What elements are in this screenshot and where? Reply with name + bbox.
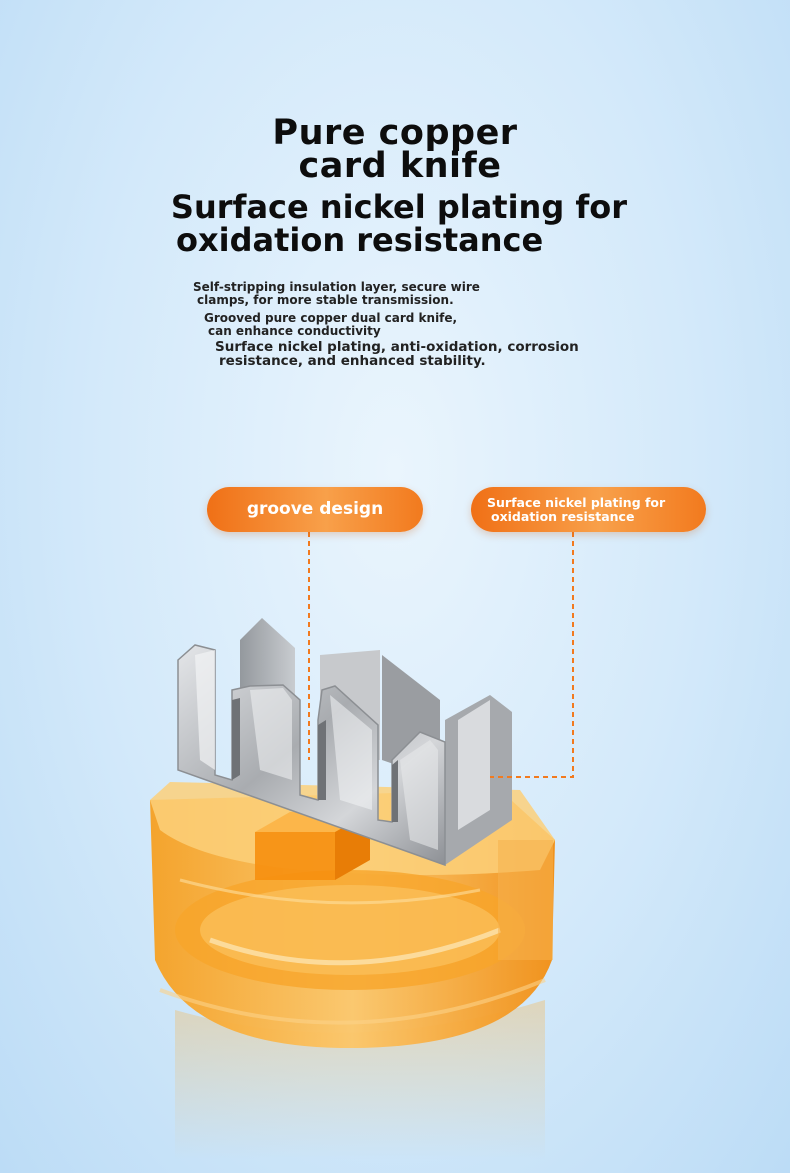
callout-nickel-plating: Surface nickel plating for oxidation res…: [471, 487, 706, 532]
feature-text: Self-stripping insulation layer, secure …: [193, 280, 480, 294]
feature-self-stripping: Self-stripping insulation layer, secure …: [193, 281, 480, 306]
callout-line-right: [490, 532, 574, 778]
feature-text: can enhance conductivity: [208, 323, 381, 338]
callout-label: oxidation resistance: [491, 508, 635, 524]
headline-line-2: card knife: [298, 146, 502, 186]
feature-text: clamps, for more stable transmission.: [197, 292, 454, 307]
feature-text: Surface nickel plating, anti-oxidation, …: [215, 339, 579, 355]
card-knife: [177, 618, 512, 867]
feature-text: resistance, and enhanced stability.: [219, 353, 486, 370]
callout-groove-design: groove design: [207, 487, 423, 532]
callout-label: Surface nickel plating for: [487, 495, 666, 511]
feature-grooved-knife: Grooved pure copper dual card knife, can…: [204, 312, 457, 337]
callout-label: groove design: [246, 499, 384, 519]
subheadline-line-1: Surface nickel plating for: [170, 188, 628, 226]
subheadline-line-2: oxidation resistance: [176, 221, 544, 259]
feature-nickel-plating: Surface nickel plating, anti-oxidation, …: [215, 339, 579, 370]
headline-line-1: Pure copper: [272, 113, 518, 153]
feature-text: Grooved pure copper dual card knife,: [204, 311, 458, 325]
